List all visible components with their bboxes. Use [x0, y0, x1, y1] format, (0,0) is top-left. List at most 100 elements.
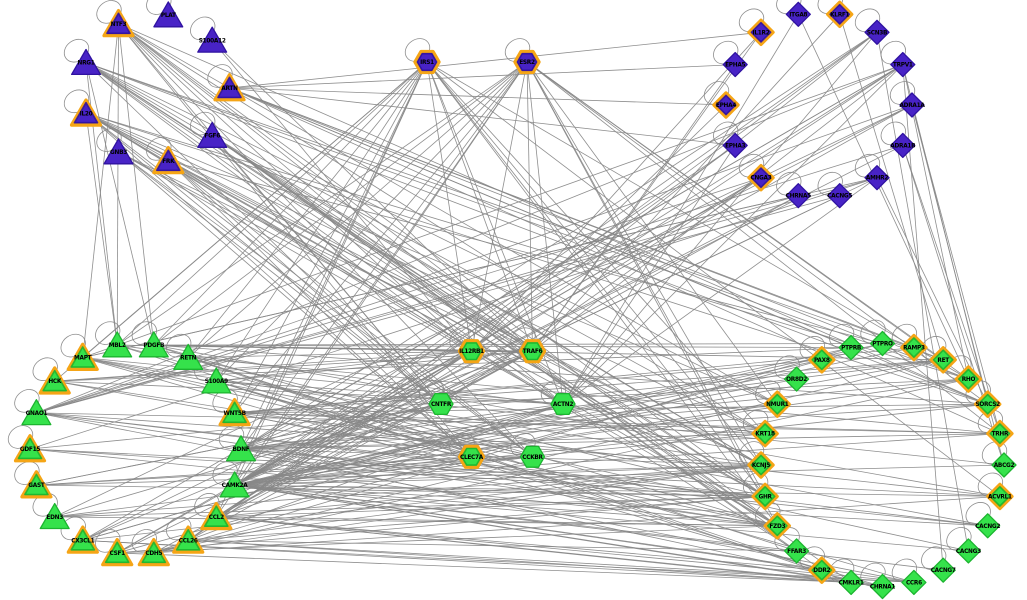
edge-ESR2-ACTN2[interactable]: [526, 61, 564, 405]
edge-IRS1-RETN[interactable]: [187, 61, 428, 358]
edge-TRPV1-RHO[interactable]: [902, 64, 969, 380]
node-IL12RB1[interactable]: IL12RB1: [457, 339, 486, 364]
node-ACVRL1[interactable]: ACVRL1: [986, 482, 1014, 511]
edge-IL20-MBL2[interactable]: [85, 113, 118, 346]
edge-NRG1-PDGFB[interactable]: [85, 62, 155, 346]
edge-RETN-FFAR3[interactable]: [188, 357, 797, 552]
edge-GAST-CCKBR[interactable]: [36, 456, 533, 486]
edge-WNT5B-PAX8[interactable]: [234, 359, 822, 414]
edge-ESR2-TRHR[interactable]: [526, 61, 1001, 434]
node-ITGA8[interactable]: ITGA8: [785, 1, 811, 27]
edge-PDGFB-FZD3[interactable]: [153, 344, 778, 527]
edge-GNAO1-CACNG2[interactable]: [36, 412, 988, 527]
edge-BDNF-ADRA1A[interactable]: [240, 104, 913, 450]
edge-SCN3B-IL12RB1[interactable]: [471, 31, 878, 352]
edge-EPHA5-TRAF6[interactable]: [532, 64, 736, 352]
edge-CCL2-CHRNA1[interactable]: [216, 516, 883, 587]
edge-CDH5-PTPRB[interactable]: [153, 347, 852, 554]
edge-GAST-CLEC7A[interactable]: [36, 456, 472, 486]
edge-NRG1-RET[interactable]: [85, 62, 944, 361]
edge-GNB3-CLEC7A[interactable]: [118, 151, 472, 458]
node-TRAF6[interactable]: TRAF6: [518, 339, 547, 364]
edge-SCN3B-ACTN2[interactable]: [562, 32, 878, 405]
edge-CCL26-KCNJ5[interactable]: [188, 464, 762, 541]
node-CACNG2[interactable]: CACNG2: [975, 513, 1001, 539]
edge-CAMK2A-CCKBR[interactable]: [234, 456, 533, 486]
edge-CAMK2A-TRAF6[interactable]: [234, 350, 533, 486]
edge-CAMK2A-GHR[interactable]: [234, 484, 766, 497]
edge-CAMK2A-SORCS2[interactable]: [234, 403, 988, 486]
edge-CAMK2A-RHO[interactable]: [234, 378, 969, 486]
node-GHR[interactable]: GHR: [751, 482, 779, 511]
node-KLRF1[interactable]: KLRF1: [826, 0, 854, 28]
edge-NRG1-TRAF6[interactable]: [85, 62, 533, 352]
edge-IL20-CLEC7A[interactable]: [85, 113, 472, 458]
edge-FRK-CLEC7A[interactable]: [168, 160, 472, 458]
edge-CAMK2A-CACNG3[interactable]: [234, 484, 969, 552]
node-CACNG5[interactable]: CACNG5: [827, 183, 853, 209]
edge-NTF3-MAPT[interactable]: [82, 23, 119, 358]
edge-CDH5-RHO[interactable]: [153, 378, 969, 554]
edge-NRG1-IL12RB1[interactable]: [85, 62, 472, 352]
edge-CSF1-TRAF6[interactable]: [117, 350, 533, 554]
edge-MAPT-AMHR2[interactable]: [82, 177, 878, 358]
edge-KLRF1-RET[interactable]: [839, 14, 944, 360]
edge-IL1R2-IL12RB1[interactable]: [471, 32, 762, 352]
edge-BDNF-SORCS2[interactable]: [240, 403, 988, 450]
edge-ITGA8-ACTN2[interactable]: [562, 14, 799, 405]
edge-CCL2-CHRNA5[interactable]: [216, 195, 799, 518]
edge-CCL26-GHR[interactable]: [188, 496, 766, 541]
edge-NRG1-FZD3[interactable]: [85, 62, 778, 527]
edge-NTF3-GHR[interactable]: [118, 23, 766, 497]
edge-ESR2-TRAF6[interactable]: [526, 61, 533, 352]
edge-ESR2-IL12RB1[interactable]: [471, 61, 528, 352]
edge-WNT5B-FZD3[interactable]: [234, 412, 778, 527]
edge-FGF6-FFAR3[interactable]: [211, 135, 797, 552]
edge-IL20-ACTN2[interactable]: [85, 112, 564, 405]
edge-CCL2-CCR6[interactable]: [216, 516, 914, 583]
node-SCN3B[interactable]: SCN3B: [864, 19, 890, 45]
edge-CX3CL1-CMKLR1[interactable]: [82, 540, 852, 583]
edge-BDNF-RET[interactable]: [240, 359, 944, 450]
node-RHO[interactable]: RHO: [954, 365, 983, 393]
edge-BDNF-GHR[interactable]: [240, 448, 766, 497]
edge-NTF3-MBL2[interactable]: [116, 23, 119, 346]
edge-GDF15-ACVRL1[interactable]: [29, 448, 1000, 497]
edge-TRPV1-SORCS2[interactable]: [902, 64, 989, 405]
edge-KLRF1-TRAF6[interactable]: [532, 14, 840, 352]
edge-CAMK2A-CMKLR1[interactable]: [234, 484, 852, 583]
edge-IRS1-MBL2[interactable]: [116, 61, 428, 346]
edge-GNAO1-GHR[interactable]: [36, 412, 766, 497]
edge-NTF3-CLEC7A[interactable]: [118, 23, 472, 458]
edge-CAMK2A-OR8D2[interactable]: [234, 378, 797, 486]
edge-GAST-KCNJ5[interactable]: [36, 464, 762, 486]
edge-BDNF-IL12RB1[interactable]: [240, 350, 472, 450]
edge-GDF15-FZD3[interactable]: [29, 448, 778, 527]
node-IL1R2[interactable]: IL1R2: [747, 18, 775, 46]
edge-GAST-GHR[interactable]: [36, 484, 766, 497]
edge-ITGA8-RHO[interactable]: [797, 14, 969, 380]
node-NMUR1[interactable]: NMUR1: [763, 390, 791, 418]
edge-ARTN-IL1R2[interactable]: [229, 31, 762, 89]
edge-RETN-IL12RB1[interactable]: [188, 350, 472, 358]
edge-CAMK2A-FZD3[interactable]: [234, 484, 778, 527]
edge-CDH5-ACVRL1[interactable]: [153, 496, 1000, 554]
edge-ESR2-RET[interactable]: [526, 61, 944, 361]
edge-IRS1-S100A9[interactable]: [215, 61, 428, 382]
edge-ARTN-RHO[interactable]: [229, 87, 969, 380]
edge-GNB3-CCKBR[interactable]: [118, 151, 533, 458]
edge-WNT5B-RHO[interactable]: [234, 378, 969, 414]
edge-NRG1-ACTN2[interactable]: [85, 62, 564, 405]
edge-MAPT-TRPV1[interactable]: [82, 64, 903, 358]
edge-IRS1-PDGFB[interactable]: [153, 61, 428, 346]
edge-IRS1-FZD3[interactable]: [426, 61, 778, 527]
edge-IL20-IL12RB1[interactable]: [85, 112, 472, 352]
edge-CCL26-TRAF6[interactable]: [188, 350, 533, 541]
node-AMHR2[interactable]: AMHR2: [864, 165, 890, 191]
edge-S100A9-DDR2[interactable]: [216, 380, 822, 571]
edge-EDN3-GHR[interactable]: [54, 496, 766, 518]
edge-IL1R2-TRAF6[interactable]: [532, 32, 762, 352]
edge-ESR2-CCL2[interactable]: [215, 61, 528, 518]
edge-RETN-GHR[interactable]: [188, 357, 766, 497]
edge-NRG1-KRT18[interactable]: [85, 62, 766, 434]
